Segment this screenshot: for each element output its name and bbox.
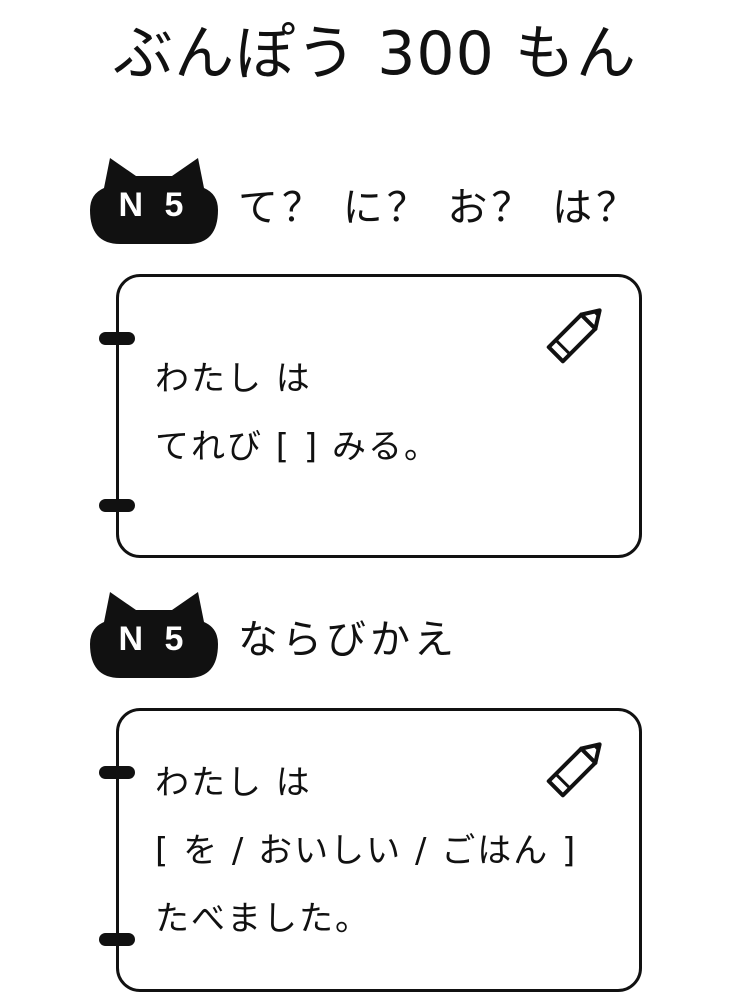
card-line: [ を / おいしい / ごはん ] (155, 831, 578, 871)
card-line: わたし は (155, 763, 312, 803)
section-heading: て？ に？ お？ は？ (238, 185, 641, 231)
question-card: わたし は てれび [ ] みる。 (99, 274, 642, 558)
card-line: わたし は (155, 359, 312, 399)
card-line: てれび [ ] みる。 (155, 427, 440, 467)
binder-ring-icon (99, 332, 135, 345)
badge-label: N 5 (118, 186, 190, 224)
cat-head-icon (90, 158, 218, 244)
section-heading: ならびかえ (238, 617, 458, 663)
binder-ring-icon (99, 933, 135, 946)
pencil-icon[interactable] (539, 729, 615, 805)
binder-ring-icon (99, 499, 135, 512)
page-title: ぶんぽう 300 もん (113, 19, 637, 89)
card-line: たべました。 (155, 899, 371, 939)
level-badge: N 5 (90, 592, 218, 678)
binder-ring-icon (99, 766, 135, 779)
question-card: わたし は [ を / おいしい / ごはん ] たべました。 (99, 708, 642, 992)
pencil-icon[interactable] (539, 295, 615, 371)
level-badge: N 5 (90, 158, 218, 244)
cat-head-icon (90, 592, 218, 678)
badge-label: N 5 (118, 620, 190, 658)
